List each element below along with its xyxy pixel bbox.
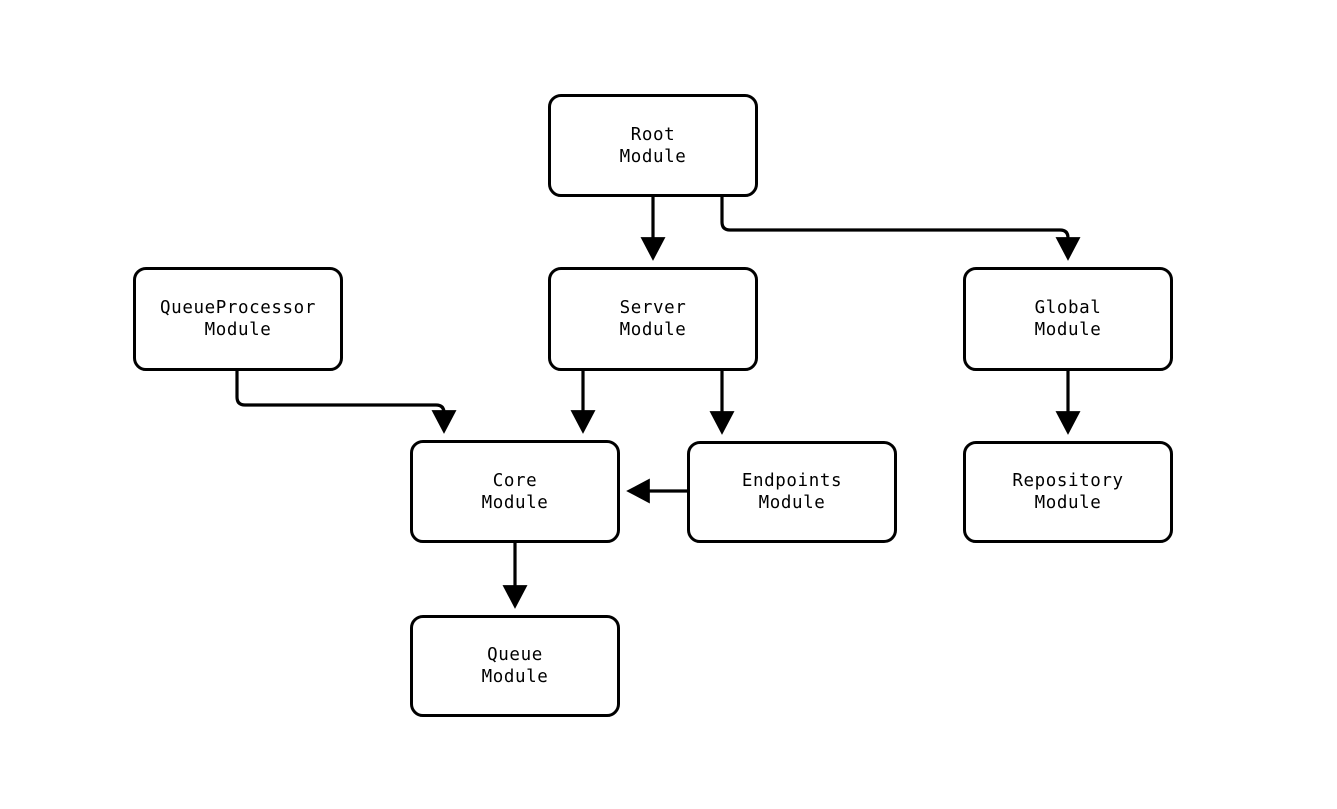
node-label-suffix: Module <box>619 320 687 340</box>
node-label-name: QueueProcessor <box>160 298 316 318</box>
node-label-name: Core <box>492 470 538 491</box>
node-server-module[interactable]: Server Module <box>548 267 758 371</box>
node-label-suffix: Module <box>758 493 826 513</box>
node-queue-module[interactable]: Queue Module <box>410 615 620 717</box>
node-label-suffix: Module <box>1034 320 1102 340</box>
node-repository-module[interactable]: Repository Module <box>963 441 1173 543</box>
node-label-suffix: Module <box>481 667 549 687</box>
edge-root-global <box>720 197 1081 261</box>
node-queueprocessor-module[interactable]: QueueProcessor Module <box>133 267 343 371</box>
node-root-module[interactable]: Root Module <box>548 94 758 197</box>
node-label-name: Server <box>619 298 687 318</box>
node-endpoints-module[interactable]: Endpoints Module <box>687 441 897 543</box>
node-label-suffix: Module <box>481 492 549 513</box>
node-label-name: Queue <box>487 645 543 665</box>
node-label-suffix: Module <box>1034 493 1102 513</box>
node-global-module[interactable]: Global Module <box>963 267 1173 371</box>
node-label-suffix: Module <box>204 320 272 340</box>
node-label-name: Repository <box>1012 471 1124 491</box>
edge-queueprocessor-core <box>235 371 457 434</box>
node-label-name: Root <box>630 124 676 145</box>
node-core-module[interactable]: Core Module <box>410 440 620 543</box>
node-label-name: Global <box>1034 298 1102 318</box>
node-label-name: Endpoints <box>741 471 843 491</box>
node-label-suffix: Module <box>619 146 687 167</box>
